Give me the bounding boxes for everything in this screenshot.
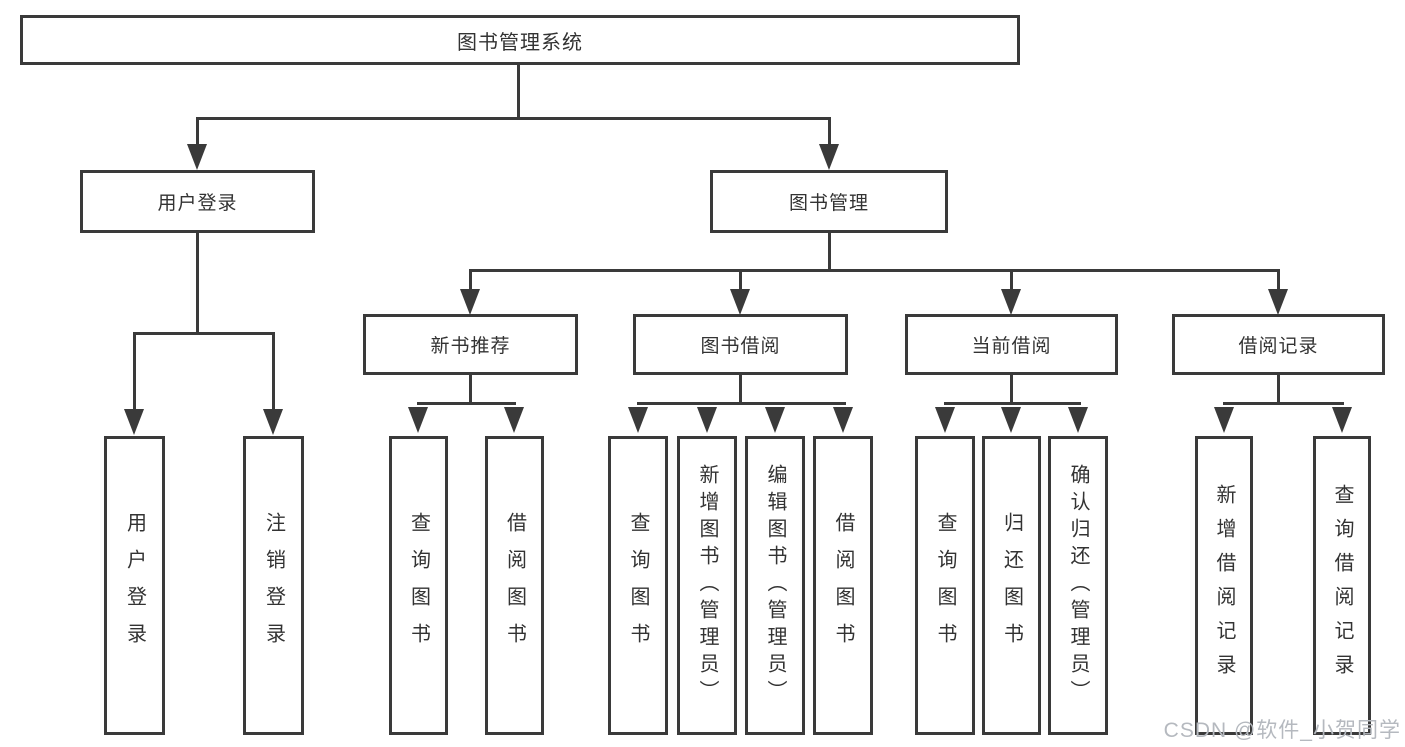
- connector-line: [828, 233, 831, 272]
- node-label: 图书借阅: [700, 336, 781, 357]
- leaf-user-login: 用户登录: [104, 436, 165, 735]
- arrow-down-icon: [1001, 289, 1021, 315]
- leaf-borrow-books-1: 借阅图书: [485, 436, 544, 735]
- connector-line: [739, 375, 742, 405]
- node-label: 新增图书（管理员）: [696, 464, 718, 707]
- connector-line: [417, 402, 516, 405]
- arrow-down-icon: [1001, 407, 1021, 433]
- connector-line: [637, 402, 846, 405]
- connector-line: [944, 402, 1081, 405]
- node-user-login: 用户登录: [80, 170, 315, 233]
- arrow-down-icon: [697, 407, 717, 433]
- node-label: 图书管理: [788, 193, 869, 214]
- node-label: 查询图书: [934, 511, 956, 660]
- arrow-down-icon: [1068, 407, 1088, 433]
- arrow-down-icon: [460, 289, 480, 315]
- connector-line: [1010, 375, 1013, 405]
- arrow-down-icon: [504, 407, 524, 433]
- arrow-down-icon: [819, 144, 839, 170]
- arrow-down-icon: [833, 407, 853, 433]
- leaf-return-books: 归还图书: [982, 436, 1041, 735]
- arrow-down-icon: [765, 407, 785, 433]
- node-label: 用户登录: [157, 193, 238, 214]
- node-new-book-recommend: 新书推荐: [363, 314, 578, 375]
- connector-line: [133, 332, 275, 335]
- arrow-down-icon: [187, 144, 207, 170]
- connector-line: [1277, 375, 1280, 405]
- node-borrow-record: 借阅记录: [1172, 314, 1385, 375]
- node-label: 借阅图书: [832, 511, 854, 660]
- arrow-down-icon: [628, 407, 648, 433]
- leaf-logout: 注销登录: [243, 436, 304, 735]
- connector-line: [196, 117, 831, 120]
- arrow-down-icon: [1214, 407, 1234, 433]
- connector-line: [739, 271, 742, 291]
- arrow-down-icon: [1268, 289, 1288, 315]
- leaf-query-books-2: 查询图书: [608, 436, 668, 735]
- connector-line: [469, 269, 1280, 272]
- connector-line: [828, 119, 831, 146]
- node-label: 用户登录: [123, 511, 146, 660]
- connector-line: [1010, 271, 1013, 291]
- connector-line: [272, 334, 275, 411]
- arrow-down-icon: [263, 409, 283, 435]
- leaf-edit-books-admin: 编辑图书（管理员）: [745, 436, 805, 735]
- node-label: 借阅图书: [503, 511, 526, 660]
- arrow-down-icon: [730, 289, 750, 315]
- node-library-management-system: 图书管理系统: [20, 15, 1020, 65]
- connector-line: [1223, 402, 1344, 405]
- arrow-down-icon: [1332, 407, 1352, 433]
- leaf-add-books-admin: 新增图书（管理员）: [677, 436, 737, 735]
- node-label: 借阅记录: [1238, 336, 1319, 357]
- arrow-down-icon: [124, 409, 144, 435]
- node-label: 当前借阅: [971, 336, 1052, 357]
- connector-line: [1277, 271, 1280, 291]
- leaf-add-borrow-record: 新增借阅记录: [1195, 436, 1253, 735]
- leaf-borrow-books-2: 借阅图书: [813, 436, 873, 735]
- connector-line: [469, 375, 472, 405]
- node-label: 新书推荐: [430, 336, 511, 357]
- node-book-borrow: 图书借阅: [633, 314, 848, 375]
- leaf-query-books-3: 查询图书: [915, 436, 975, 735]
- arrow-down-icon: [408, 407, 428, 433]
- node-label: 编辑图书（管理员）: [764, 464, 786, 707]
- arrow-down-icon: [935, 407, 955, 433]
- node-label: 确认归还（管理员）: [1067, 464, 1089, 707]
- node-label: 新增借阅记录: [1213, 483, 1235, 688]
- node-book-management: 图书管理: [710, 170, 948, 233]
- connector-line: [196, 119, 199, 146]
- csdn-watermark: CSDN @软件_小贺同学: [1163, 719, 1401, 742]
- node-label: 查询图书: [407, 511, 430, 660]
- node-label: 注销登录: [262, 511, 285, 660]
- connector-line: [469, 271, 472, 291]
- connector-line: [196, 233, 199, 334]
- leaf-confirm-return-admin: 确认归还（管理员）: [1048, 436, 1108, 735]
- connector-line: [133, 334, 136, 411]
- connector-line: [517, 65, 520, 119]
- node-label: 查询借阅记录: [1331, 483, 1353, 688]
- node-current-borrow: 当前借阅: [905, 314, 1118, 375]
- leaf-query-borrow-record: 查询借阅记录: [1313, 436, 1371, 735]
- node-label: 归还图书: [1000, 511, 1023, 660]
- leaf-query-books-1: 查询图书: [389, 436, 448, 735]
- node-label: 图书管理系统: [457, 31, 583, 54]
- node-label: 查询图书: [627, 511, 649, 660]
